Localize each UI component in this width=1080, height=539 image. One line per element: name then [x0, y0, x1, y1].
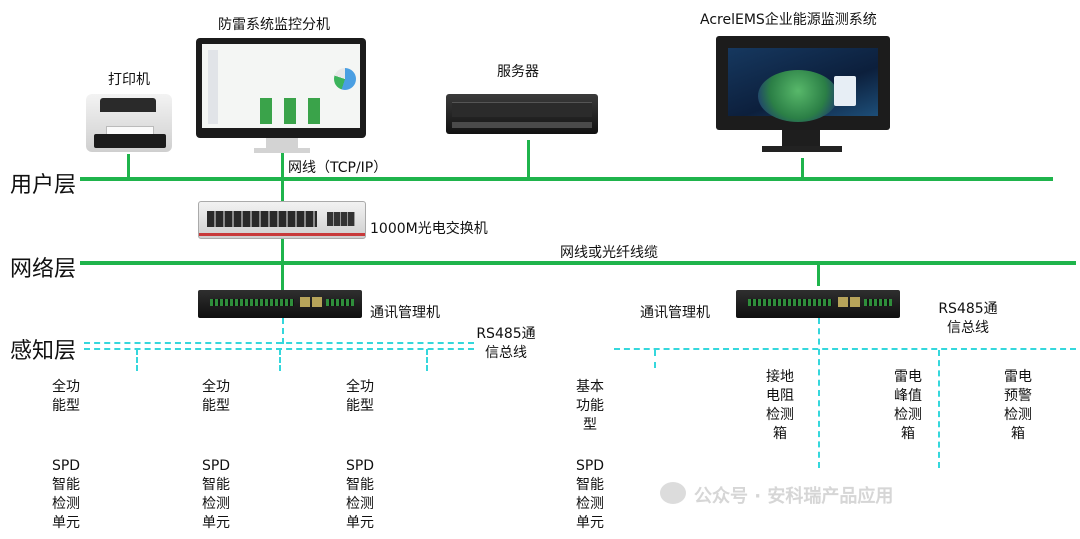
rs485-left-bus: [84, 342, 474, 344]
wechat-watermark-icon: [660, 482, 686, 504]
server-label: 服务器: [497, 64, 539, 80]
server-icon: [446, 94, 598, 134]
gateway-left-icon: [198, 290, 362, 318]
network-layer-label: 网络层: [10, 257, 77, 282]
gateway-right-label: 通讯管理机: [640, 305, 710, 321]
ems-label: AcrelEMS企业能源监测系统: [700, 12, 877, 28]
rs485-drop-2: [279, 349, 281, 371]
tcpip-cable-label: 网线（TCP/IP）: [288, 160, 388, 176]
rs485-drop-1: [136, 349, 138, 371]
watermark-text: 公众号 · 安科瑞产品应用: [694, 486, 894, 507]
printer-label: 打印机: [108, 72, 150, 88]
sensor-1-type: 全功能型: [52, 379, 80, 414]
box-lightning-peak: 雷电峰值检测箱: [894, 369, 922, 442]
monitor-host-label: 防雷系统监控分机: [218, 17, 330, 33]
sensing-layer-label: 感知层: [10, 339, 77, 364]
ems-monitor-icon: [716, 36, 890, 130]
gateway-right-icon: [736, 290, 900, 318]
rs485-drop-4: [654, 350, 656, 368]
gateway-left-label: 通讯管理机: [370, 305, 440, 321]
network-layer-bus: [80, 261, 1076, 265]
rs485-drop-5: [938, 350, 940, 468]
rs485-right-trunk: [818, 318, 820, 468]
switch-icon: [198, 201, 366, 239]
ems-monitor-stand: [782, 130, 820, 146]
fiber-cable-label: 网线或光纤线缆: [560, 245, 658, 261]
rs485-right-bus: [614, 348, 1076, 350]
ems-monitor-base: [762, 146, 842, 152]
rs485-left-label: RS485通信总线: [476, 326, 536, 361]
sensor-2-type: 全功能型: [202, 379, 230, 414]
user-layer-bus: [80, 177, 1053, 181]
user-to-switch-link: [281, 180, 284, 202]
printer-icon: [86, 94, 172, 152]
user-layer-label: 用户层: [10, 173, 77, 198]
box-grounding-resistance: 接地电阻检测箱: [766, 369, 794, 442]
rs485-right-label: RS485通信总线: [938, 301, 998, 336]
monitor-link: [281, 152, 284, 182]
rs485-drop-3: [426, 349, 428, 371]
box-lightning-warning: 雷电预警检测箱: [1004, 369, 1032, 442]
switch-label: 1000M光电交换机: [370, 221, 488, 237]
network-to-gateway-right-link: [817, 264, 820, 286]
sensor-4-type: 基本功能型: [576, 379, 604, 433]
monitor-stand: [266, 138, 298, 150]
server-link: [527, 140, 530, 180]
monitor-host-icon: [196, 38, 366, 138]
monitor-base: [254, 148, 310, 153]
ems-link: [801, 158, 804, 180]
printer-link: [127, 154, 130, 179]
rs485-left-trunk: [282, 318, 284, 344]
sensor-3-type: 全功能型: [346, 379, 374, 414]
switch-to-gateway-link: [281, 238, 284, 290]
